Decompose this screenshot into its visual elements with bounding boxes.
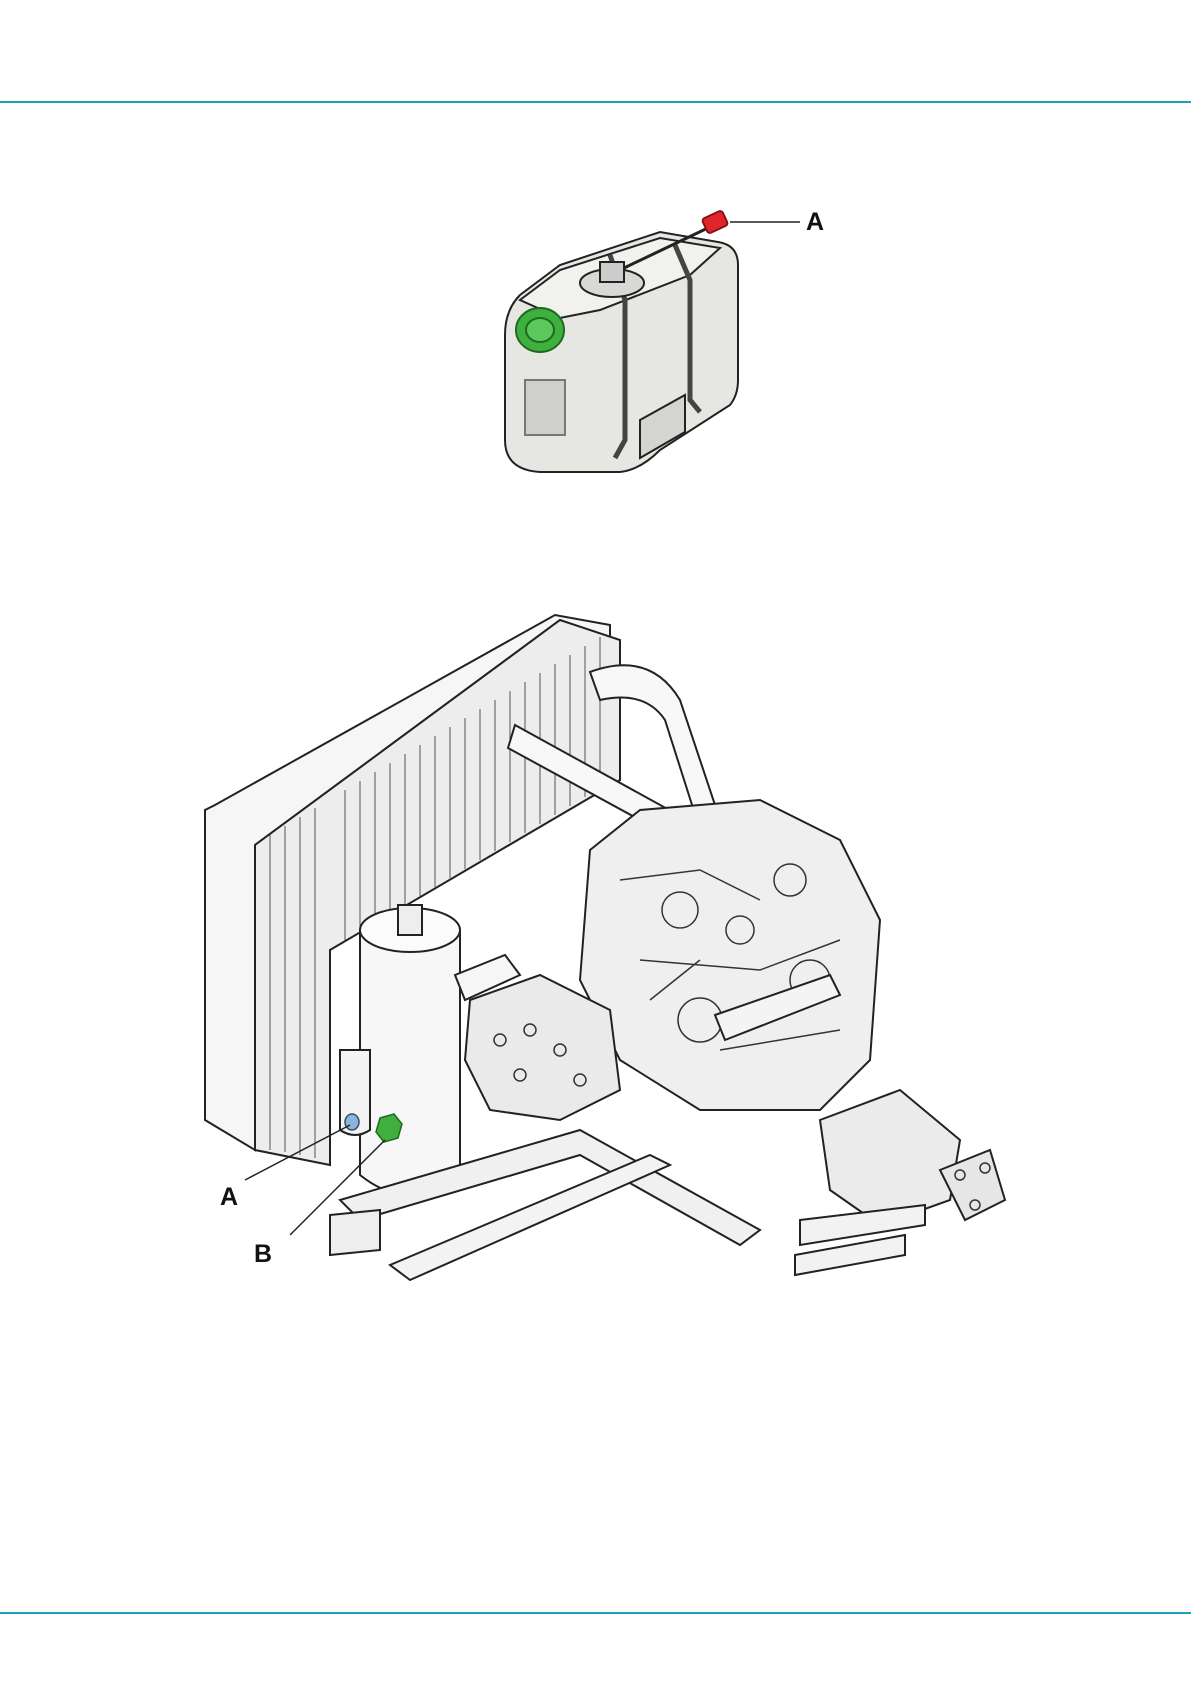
coolant-tank-figure: [505, 210, 800, 472]
callout-b-bottom: B: [254, 1242, 272, 1267]
separator-filter-head: [398, 905, 422, 935]
drive-coupling: [820, 1090, 960, 1225]
separator-tank: [360, 930, 460, 1195]
tank-label: [525, 380, 565, 435]
mount-foot-left: [330, 1210, 380, 1255]
fill-plug-b: [376, 1114, 402, 1142]
callout-a-bottom: A: [220, 1185, 238, 1210]
tank-sensor-housing: [600, 262, 624, 282]
engine-assembly-figure: [205, 615, 1005, 1280]
engine-block: [580, 800, 880, 1110]
level-sensor-connector: [702, 210, 729, 234]
filler-cap-center: [526, 318, 554, 342]
drain-plug-a: [345, 1114, 359, 1130]
callout-a-top: A: [806, 210, 824, 235]
